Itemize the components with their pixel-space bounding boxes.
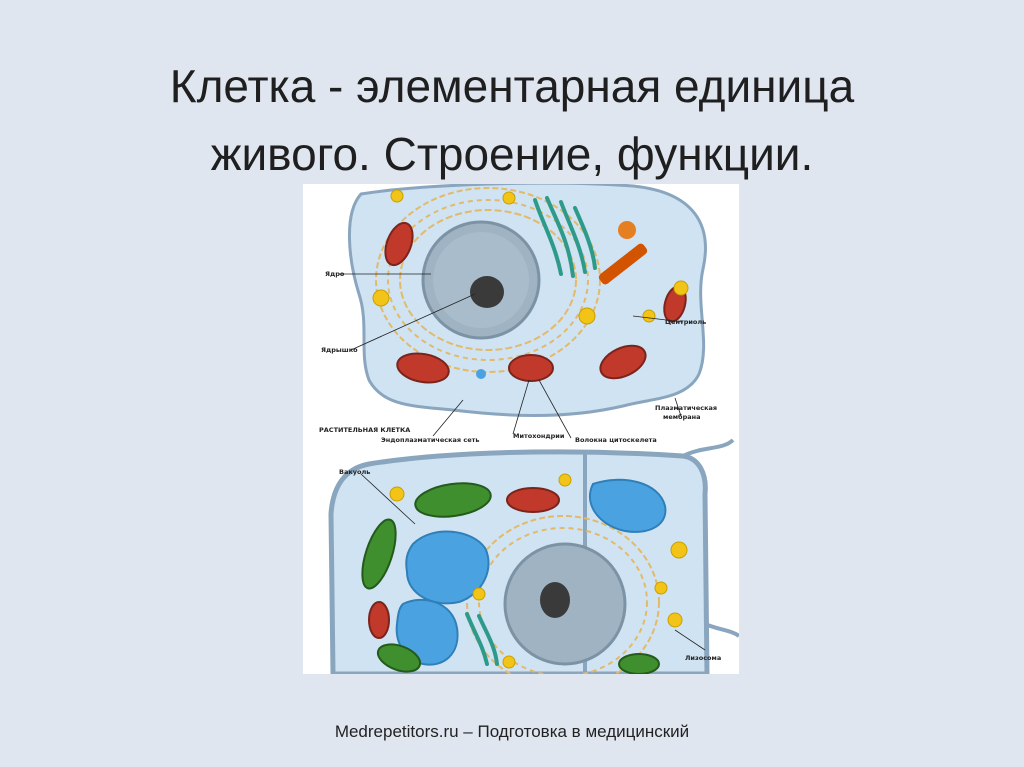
- cell-diagram: Ядро Ядрышко Центриоль РАСТИТЕЛЬНАЯ КЛЕТ…: [303, 184, 739, 674]
- label-lysosome: Лизосома: [685, 654, 721, 662]
- animal-vesicle: [476, 369, 486, 379]
- plant-vacuoles: [395, 478, 667, 666]
- golgi-apparatus: [533, 196, 597, 278]
- animal-leader-lines: [339, 273, 684, 439]
- plant-nucleolus: [540, 582, 570, 618]
- plant-er-ring: [478, 527, 648, 674]
- plant-lysosomes: [389, 473, 688, 669]
- plant-golgi: [465, 612, 499, 666]
- label-plasma-membrane-1: Плазматическая: [655, 404, 717, 412]
- label-mitochondria: Митохондрии: [513, 432, 565, 440]
- label-cytoskeleton: Волокна цитоскелета: [575, 436, 657, 444]
- plant-er-ring: [466, 515, 660, 674]
- animal-nucleolus: [470, 276, 504, 308]
- cell-wall-extension: [682, 438, 739, 638]
- label-centriole: Центриоль: [665, 318, 706, 326]
- label-plant-cell: РАСТИТЕЛЬНАЯ КЛЕТКА: [319, 426, 410, 434]
- label-er: Эндоплазматическая сеть: [381, 436, 480, 444]
- slide-footer: Medrepetitors.ru – Подготовка в медицинс…: [334, 722, 690, 741]
- label-nucleus: Ядро: [325, 270, 345, 278]
- er-ring: [387, 199, 589, 361]
- animal-mitochondria: [384, 221, 687, 384]
- plant-leader-lines: [360, 473, 706, 651]
- slide-title: Клетка - элементарная единица живого. Ст…: [60, 52, 964, 188]
- label-plasma-membrane-2: мембрана: [663, 413, 701, 421]
- label-vacuole: Вакуоль: [339, 468, 370, 476]
- plant-chloroplasts: [361, 482, 660, 674]
- label-nucleolus: Ядрышко: [321, 346, 358, 354]
- centriole-ring: [618, 221, 636, 239]
- centriole: [598, 243, 648, 285]
- title-line-1: Клетка - элементарная единица: [169, 60, 855, 112]
- animal-lysosomes: [372, 189, 689, 325]
- plant-mitochondria: [368, 487, 560, 639]
- er-ring: [399, 209, 577, 351]
- title-line-2: живого. Строение, функции.: [210, 128, 814, 180]
- cell-diagram-svg: Ядро Ядрышко Центриоль РАСТИТЕЛЬНАЯ КЛЕТ…: [319, 184, 739, 674]
